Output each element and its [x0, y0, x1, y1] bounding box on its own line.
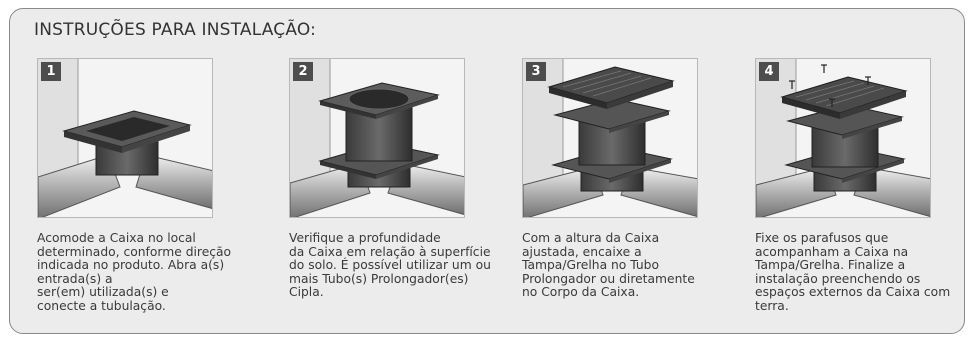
step-3: 3 Com a altura da Caixa ajustada, encaix… — [522, 58, 702, 299]
step-4-illustration: 4 — [755, 58, 931, 218]
step-3-text: Com a altura da Caixa ajustada, encaixe … — [522, 231, 695, 300]
step-1: 1 Acomode a Caixa no local determinado, … — [37, 58, 231, 313]
step-4-text: Fixe os parafusos que acompanham a Caixa… — [755, 231, 951, 313]
step-1-text: Acomode a Caixa no local determinado, co… — [37, 231, 232, 313]
step-2: 2 Verifique a profundidade da Caixa em r… — [289, 58, 491, 299]
step-2-text: Verifique a profundidade da Caixa em rel… — [289, 231, 491, 300]
step-2-number: 2 — [293, 62, 313, 81]
step-4-number: 4 — [759, 62, 779, 81]
step-1-illustration: 1 — [37, 58, 213, 218]
step-3-illustration: 3 — [522, 58, 698, 218]
instructions-title: INSTRUÇÕES PARA INSTALAÇÃO: — [34, 20, 317, 40]
step-2-illustration: 2 — [289, 58, 465, 218]
step-4: 4 Fixe os parafusos que acompanham a Cai… — [755, 58, 950, 313]
step-1-number: 1 — [41, 62, 61, 81]
step-3-number: 3 — [526, 62, 546, 81]
